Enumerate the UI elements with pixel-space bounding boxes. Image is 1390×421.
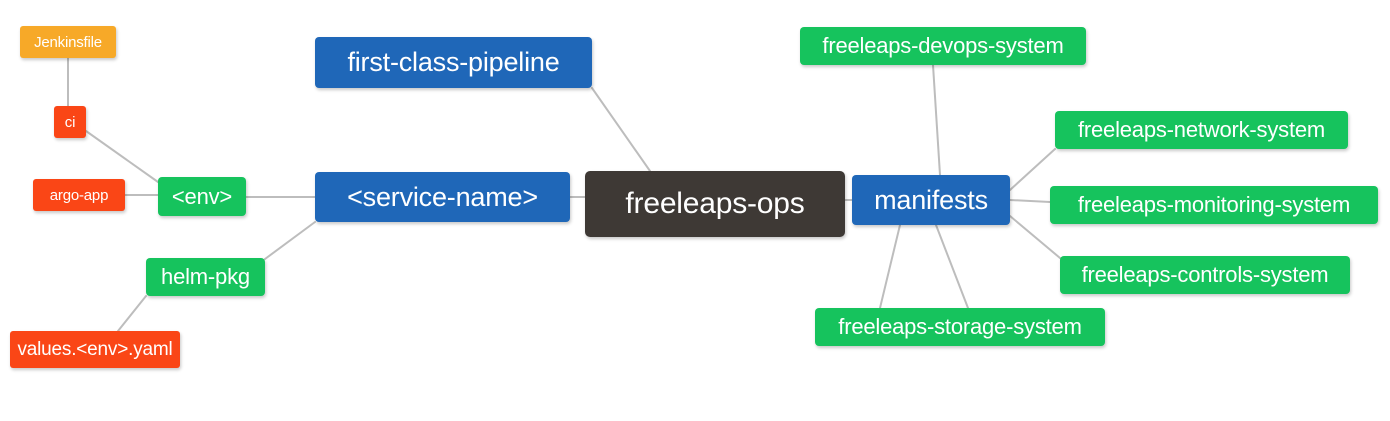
node-first-class-pipeline[interactable]: first-class-pipeline xyxy=(315,37,592,88)
edge-manifests-to-freeleaps-storage-system-2 xyxy=(879,224,901,309)
edge-manifests-to-freeleaps-monitoring-system xyxy=(1009,199,1051,203)
node-jenkinsfile[interactable]: Jenkinsfile xyxy=(20,26,116,58)
node-freeleaps-storage-system[interactable]: freeleaps-storage-system xyxy=(815,308,1105,346)
node-ci[interactable]: ci xyxy=(54,106,86,138)
node-service-name[interactable]: <service-name> xyxy=(315,172,570,222)
node-root[interactable]: freeleaps-ops xyxy=(585,171,845,237)
edge-service-name-to-helm-pkg xyxy=(264,221,316,260)
edge-helm-pkg-to-values-env-yaml xyxy=(117,295,147,332)
edge-manifests-to-freeleaps-storage-system xyxy=(935,224,969,309)
edge-env-to-ci xyxy=(85,130,159,183)
edge-root-to-first-class-pipeline xyxy=(591,87,651,172)
node-freeleaps-monitoring-system[interactable]: freeleaps-monitoring-system xyxy=(1050,186,1378,224)
node-freeleaps-network-system[interactable]: freeleaps-network-system xyxy=(1055,111,1348,149)
node-freeleaps-devops-system[interactable]: freeleaps-devops-system xyxy=(800,27,1086,65)
node-argo-app[interactable]: argo-app xyxy=(33,179,125,211)
node-freeleaps-controls-system[interactable]: freeleaps-controls-system xyxy=(1060,256,1350,294)
edge-manifests-to-freeleaps-devops-system xyxy=(932,64,941,176)
edge-manifests-to-freeleaps-network-system xyxy=(1009,148,1056,191)
node-helm-pkg[interactable]: helm-pkg xyxy=(146,258,265,296)
node-manifests[interactable]: manifests xyxy=(852,175,1010,225)
node-env[interactable]: <env> xyxy=(158,177,246,216)
node-values-env-yaml[interactable]: values.<env>.yaml xyxy=(10,331,180,368)
